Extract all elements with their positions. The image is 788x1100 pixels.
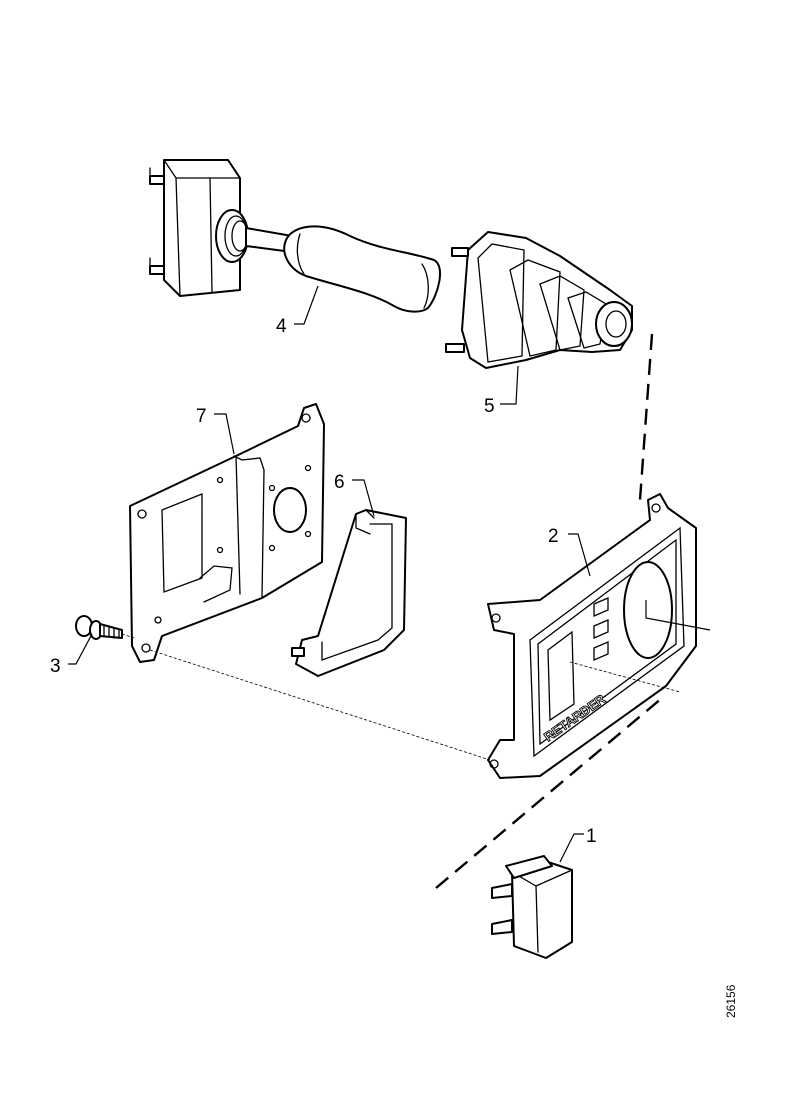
- callout-6: 6: [334, 472, 345, 493]
- leader-1: [559, 833, 584, 863]
- leader-7: [214, 413, 235, 455]
- drawing-code: 26156: [722, 974, 742, 1024]
- assembly-line-hidden: [569, 661, 681, 693]
- callout-3: 3: [50, 656, 61, 677]
- lever-switch-part: [149, 159, 442, 313]
- callout-7: 7: [196, 406, 207, 427]
- callout-5: 5: [484, 396, 495, 417]
- assembly-line-boot-to-panel: [638, 333, 654, 501]
- switch-module-part: [491, 855, 573, 959]
- assembly-line-bracket-to-panel: [149, 649, 491, 761]
- callout-2: 2: [548, 526, 559, 547]
- retarder-panel-part: RETARDER: [487, 493, 697, 779]
- mounting-bracket-part: [129, 403, 325, 663]
- leader-2: [568, 533, 591, 577]
- cover-insert-part: [291, 509, 407, 677]
- rubber-boot-part: [445, 231, 633, 369]
- callout-4: 4: [276, 316, 287, 337]
- leader-4: [294, 285, 319, 325]
- screw-part: [75, 615, 123, 640]
- leader-6: [352, 479, 375, 517]
- assembly-line-screw: [121, 633, 135, 639]
- callout-1: 1: [586, 826, 597, 847]
- drawing-code-text: 26156: [724, 984, 738, 1018]
- leader-3: [68, 633, 93, 665]
- leader-5: [500, 365, 519, 405]
